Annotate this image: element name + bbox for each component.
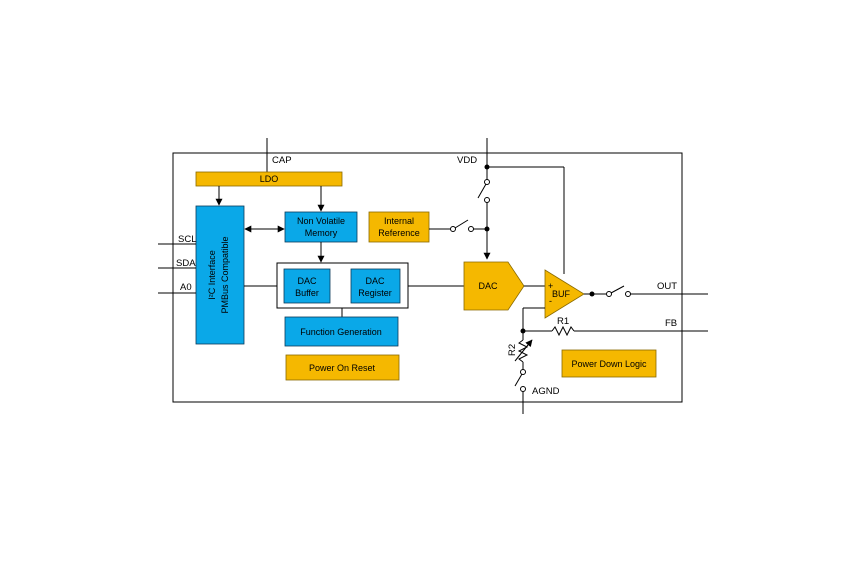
vdd-switch-blade xyxy=(477,183,487,199)
out-switch-blade xyxy=(610,285,625,294)
iref-label-line2: Reference xyxy=(378,228,420,238)
power-down-logic-label: Power Down Logic xyxy=(571,359,647,369)
out-pin-label: OUT xyxy=(657,281,677,292)
r2-variable-arrow xyxy=(514,339,533,362)
dac-block xyxy=(463,261,525,311)
sda-pin-label: SDA xyxy=(176,258,196,269)
iref-switch-node-left xyxy=(450,226,456,232)
agnd-switch-node-top xyxy=(520,369,526,375)
dac-buffer-label-line1: DAC xyxy=(297,276,317,286)
dac-label: DAC xyxy=(478,281,498,291)
dac-register-label-line1: DAC xyxy=(365,276,385,286)
power-down-logic-block xyxy=(561,349,657,378)
nvm-label-line2: Memory xyxy=(305,228,338,238)
vdd-switch-node-bottom xyxy=(484,197,490,203)
agnd-switch-blade xyxy=(514,373,523,387)
agnd-switch-node-bottom xyxy=(520,386,526,392)
buf-plus-label: + xyxy=(548,281,553,291)
buf-label: BUF xyxy=(552,289,571,299)
iref-label-line1: Internal xyxy=(384,216,414,226)
i2c-interface-block xyxy=(195,205,245,345)
buf-minus-label: - xyxy=(549,296,552,306)
fb-pin-label: FB xyxy=(665,318,677,329)
internal-reference-block xyxy=(368,211,430,243)
r2-resistor xyxy=(517,339,529,363)
function-generation-label: Function Generation xyxy=(300,327,382,337)
i2c-label-line1: I²C Interface xyxy=(207,250,217,300)
iref-switch-blade xyxy=(454,219,469,229)
agnd-pin-label: AGND xyxy=(532,386,560,397)
dac-register-label-line2: Register xyxy=(358,288,392,298)
a0-pin-label: A0 xyxy=(180,282,192,293)
dac-register-block xyxy=(350,268,401,304)
r1-resistor xyxy=(551,325,575,337)
r2-label: R2 xyxy=(507,344,518,356)
out-switch-node-left xyxy=(606,291,612,297)
cap-pin-label: CAP xyxy=(272,155,292,166)
ldo-label: LDO xyxy=(260,174,279,184)
iref-switch-node-right xyxy=(468,226,474,232)
function-generation-block xyxy=(284,316,399,347)
power-on-reset-block xyxy=(285,354,400,381)
out-switch-node-right xyxy=(625,291,631,297)
i2c-label-line2: PMBus Compatible xyxy=(220,236,230,313)
nvm-label-line1: Non Volatile xyxy=(297,216,345,226)
dac-buffer-block xyxy=(283,268,331,304)
r1-label: R1 xyxy=(557,316,569,327)
power-on-reset-label: Power On Reset xyxy=(309,363,376,373)
ldo-block xyxy=(195,171,343,187)
buf-amplifier xyxy=(544,269,585,319)
nvm-block xyxy=(284,211,358,243)
vdd-pin-label: VDD xyxy=(457,155,477,166)
dac-ref-junction-dot xyxy=(484,226,490,232)
out-junction-dot xyxy=(589,291,595,297)
vdd-switch-node-top xyxy=(484,179,490,185)
chip-outline xyxy=(172,152,683,403)
dac-buffer-label-line2: Buffer xyxy=(295,288,319,298)
scl-pin-label: SCL xyxy=(178,234,196,245)
